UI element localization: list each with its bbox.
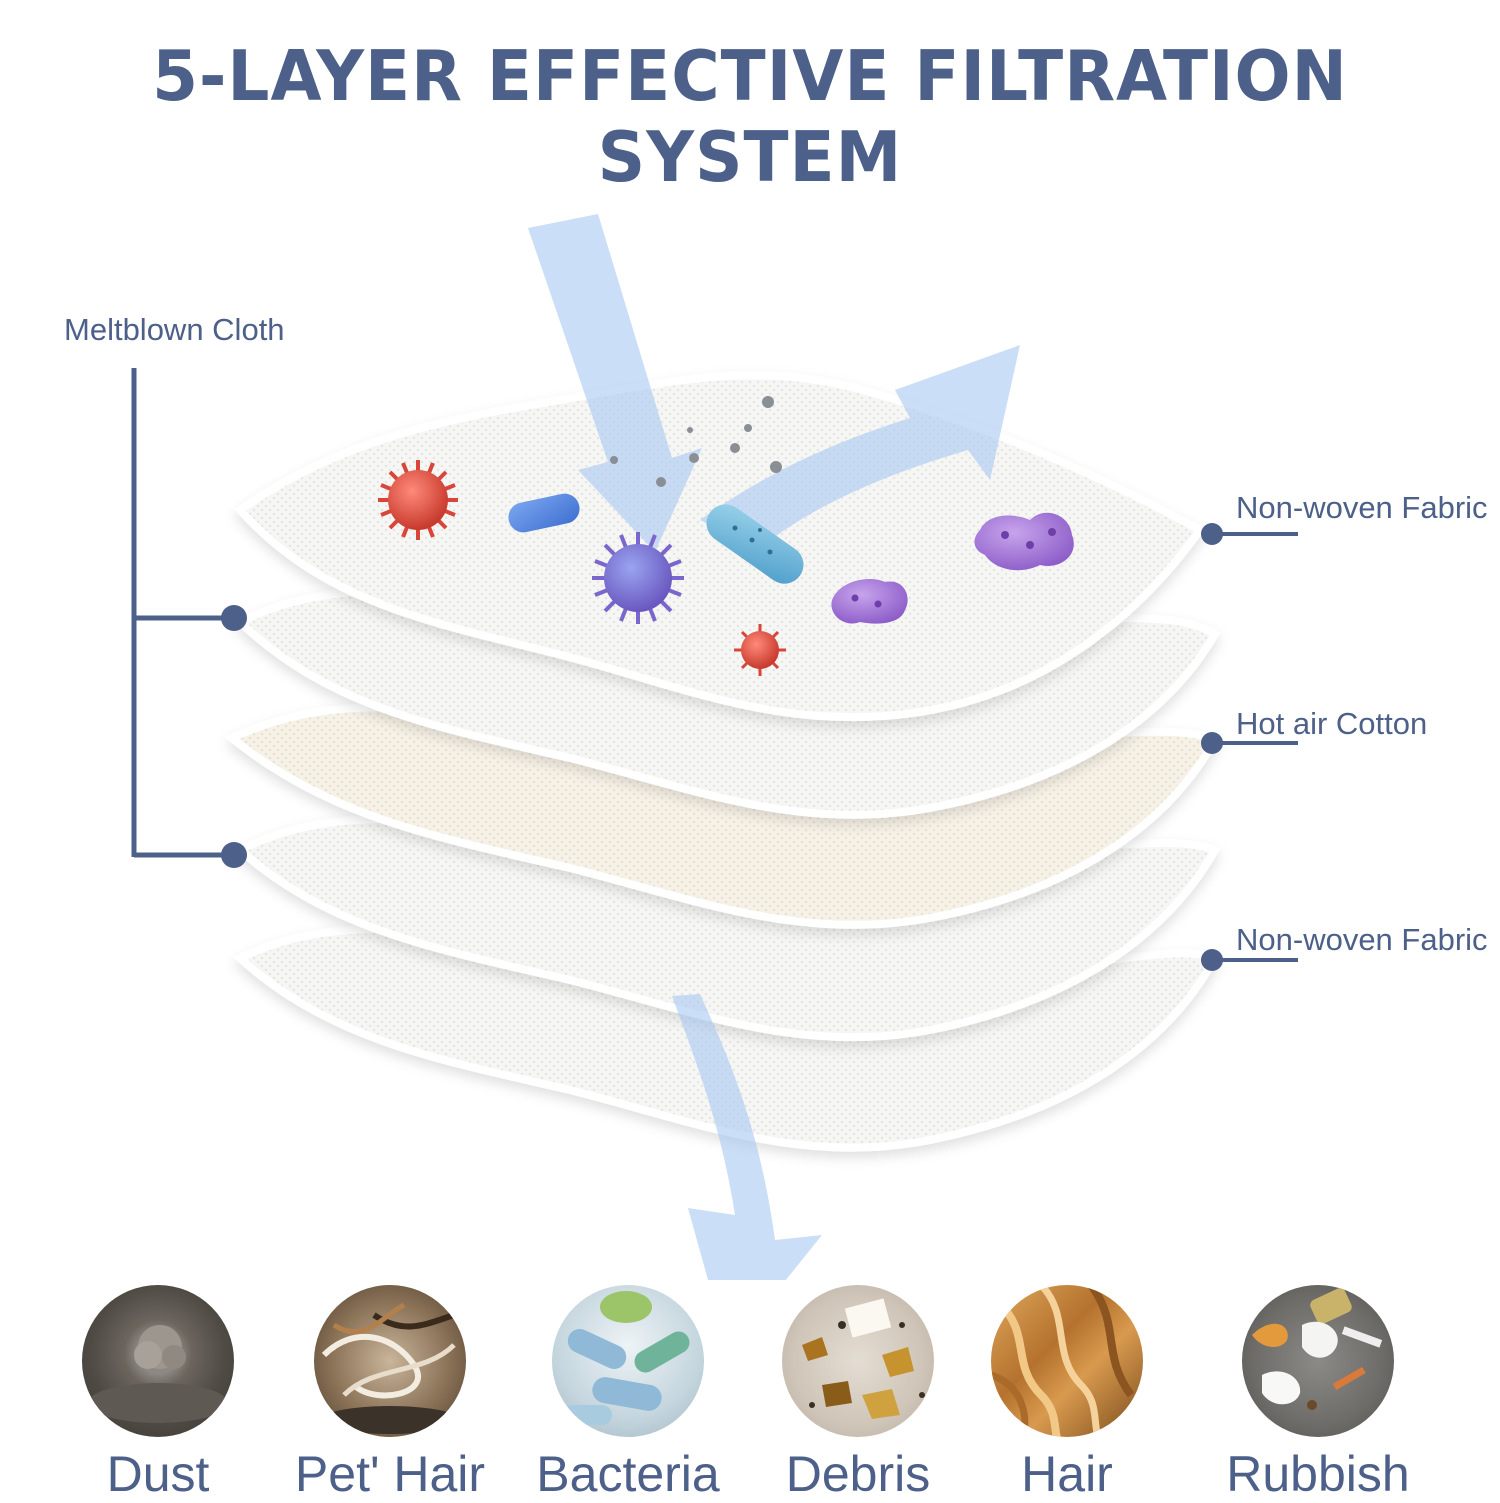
filter-layers-illustration (131, 214, 1298, 1280)
debris-icon (782, 1285, 934, 1437)
bracket-dot-top (221, 605, 247, 631)
meltblown-cloth-label: Meltblown Cloth (64, 312, 285, 347)
contaminant-bacteria-label: Bacteria (536, 1446, 720, 1502)
contaminant-dust-label: Dust (106, 1446, 210, 1502)
hair-icon (991, 1285, 1143, 1437)
rubbish-icon (1242, 1285, 1394, 1437)
layer-1 (233, 371, 1206, 722)
contaminant-rubbish-label: Rubbish (1226, 1446, 1410, 1502)
purple-spore-icon (974, 512, 1074, 571)
blue-pill-bacteria-icon (508, 493, 580, 533)
airflow-in-arrow (528, 214, 702, 552)
non-woven-fabric-top-label: Non-woven Fabric (1236, 490, 1488, 525)
pointer-dot-3 (1201, 949, 1223, 971)
purple-virus-icon (592, 532, 684, 624)
dust-particles (610, 396, 782, 487)
bacteria-icon (552, 1285, 704, 1437)
airflow-exit-arrow (672, 994, 822, 1280)
contaminant-rubbish: Rubbish (1218, 1285, 1418, 1503)
non-woven-fabric-bottom-label: Non-woven Fabric (1236, 922, 1488, 957)
small-purple-spore-icon (831, 579, 908, 624)
contaminant-hair-label: Hair (1021, 1446, 1113, 1502)
small-red-virus-icon (734, 624, 786, 676)
page-title: 5-LAYER EFFECTIVE FILTRATION SYSTEM (152, 36, 1348, 198)
red-virus-icon (378, 460, 458, 540)
contaminant-dust: Dust (58, 1285, 258, 1503)
contaminant-pet-hair: Pet' Hair (290, 1285, 490, 1503)
hot-air-cotton-label: Hot air Cotton (1236, 706, 1428, 741)
pet-hair-icon (314, 1285, 466, 1437)
pointer-dot-1 (1201, 523, 1223, 545)
contaminant-debris-label: Debris (785, 1446, 931, 1502)
meltblown-bracket (131, 368, 234, 858)
bracket-dot-bottom (221, 842, 247, 868)
right-pointers (1212, 532, 1298, 962)
airflow-out-arrow (700, 345, 1020, 548)
pointer-dot-2 (1201, 732, 1223, 754)
contaminant-pet-hair-label: Pet' Hair (294, 1446, 486, 1502)
contaminant-debris: Debris (758, 1285, 958, 1503)
contaminant-hair: Hair (967, 1285, 1167, 1503)
contaminant-bacteria: Bacteria (528, 1285, 728, 1503)
cyan-bacteria-icon (706, 504, 804, 584)
dust-icon (82, 1285, 234, 1437)
